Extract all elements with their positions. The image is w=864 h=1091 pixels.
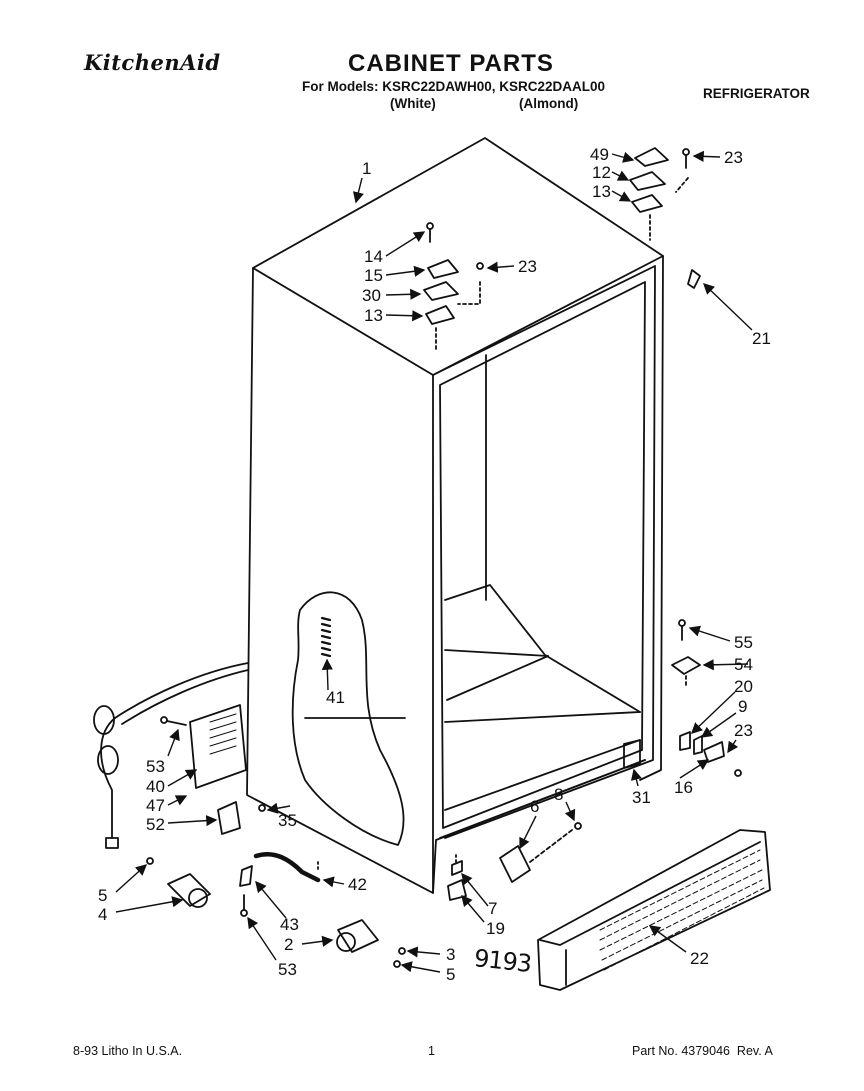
category-label: REFRIGERATOR [703, 86, 810, 101]
cam-31 [623, 739, 641, 769]
callout-53: 53 [146, 757, 165, 776]
callout-41: 41 [326, 688, 345, 707]
clip-43 [239, 865, 253, 887]
callout-13: 13 [592, 182, 611, 201]
tube-42 [253, 852, 321, 883]
bracket-9 [693, 735, 703, 755]
callout-1: 1 [362, 159, 371, 178]
hinge-13a [631, 194, 663, 213]
screw-53a [160, 716, 168, 724]
callout-31: 31 [632, 788, 651, 807]
hinge-30 [423, 281, 459, 301]
clip-21 [687, 269, 701, 289]
callout-54: 54 [734, 655, 753, 674]
page-title: CABINET PARTS [348, 50, 554, 77]
hinge-13b [425, 305, 455, 325]
bracket-6 [499, 845, 531, 883]
roller-front [337, 919, 379, 953]
callout-23-center: 23 [518, 257, 537, 276]
callout-43: 43 [280, 915, 299, 934]
callout-9: 9 [738, 697, 747, 716]
callout-42: 42 [348, 875, 367, 894]
callout-47: 47 [146, 796, 165, 815]
callout-13-center: 13 [364, 306, 383, 325]
callout-7: 7 [488, 899, 497, 918]
callout-49: 49 [590, 145, 609, 164]
callout-23-lower: 23 [734, 721, 753, 740]
toe-grille [537, 829, 771, 991]
power-cord [100, 662, 249, 839]
callout-21: 21 [752, 329, 771, 348]
callout-16: 16 [674, 778, 693, 797]
white-label: (White) [390, 96, 436, 111]
cabinet-front-frame [432, 265, 656, 839]
callout-14: 14 [364, 247, 383, 266]
callout-52: 52 [146, 815, 165, 834]
callout-23: 23 [724, 148, 743, 167]
screw-23b [476, 262, 484, 270]
bracket-20 [679, 731, 691, 751]
callout-19: 19 [486, 919, 505, 938]
junction-box [189, 704, 247, 789]
footer-part-number: Part No. 4379046 Rev. A [632, 1044, 773, 1058]
screw-8 [574, 822, 582, 830]
brand-logo: KitchenAid [84, 50, 221, 75]
callout-5: 5 [98, 886, 107, 905]
footer-print-info: 8-93 Litho In U.S.A. [73, 1044, 183, 1058]
callout-12: 12 [592, 163, 611, 182]
callout-3: 3 [446, 945, 455, 964]
almond-label: (Almond) [519, 96, 579, 111]
callout-20: 20 [734, 677, 753, 696]
callout-8: 8 [554, 785, 563, 804]
callout-53-lower: 53 [278, 960, 297, 979]
hinge-15 [427, 259, 459, 279]
leveler-7 [451, 860, 463, 876]
callout-6: 6 [530, 797, 539, 816]
hinge-54 [671, 656, 701, 675]
cutaway-window [291, 591, 405, 846]
callout-55: 55 [734, 633, 753, 652]
footer-page-number: 1 [428, 1044, 435, 1058]
models-line: For Models: KSRC22DAWH00, KSRC22DAAL00 [302, 79, 606, 94]
hinge-49 [634, 147, 669, 167]
spring [320, 616, 332, 658]
callout-40: 40 [146, 777, 165, 796]
callout-30: 30 [362, 286, 381, 305]
hinge-12 [629, 171, 666, 191]
callout-15: 15 [364, 266, 383, 285]
hinge-16 [703, 741, 725, 763]
callout-2: 2 [284, 935, 293, 954]
handwritten-note: 9193 [472, 944, 533, 978]
callout-5-lower: 5 [446, 965, 455, 984]
callout-4: 4 [98, 905, 107, 924]
screw-23c [734, 769, 742, 777]
callout-35: 35 [278, 811, 297, 830]
clamp-52 [217, 801, 241, 835]
callout-22: 22 [690, 949, 709, 968]
